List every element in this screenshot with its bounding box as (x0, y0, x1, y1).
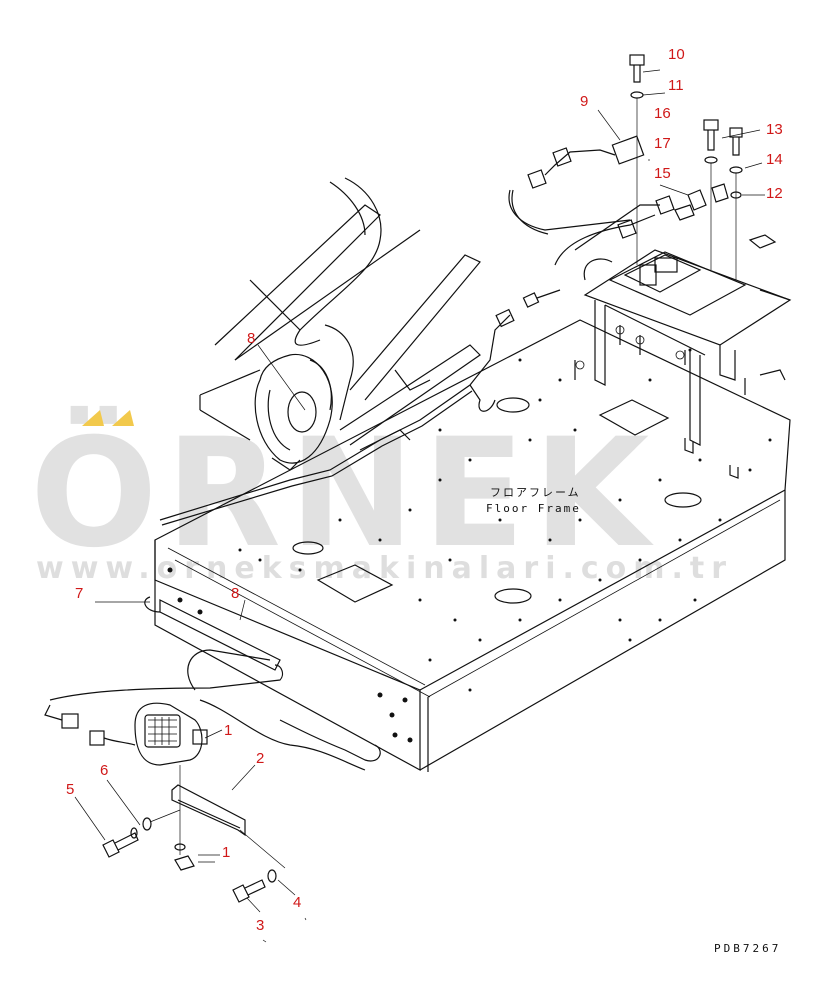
callout-4: 4 (293, 894, 301, 911)
callout-1-lamp: 1 (224, 722, 232, 739)
callout-3: 3 (256, 917, 264, 934)
callout-17: 17 (654, 135, 671, 152)
callout-2: 2 (256, 750, 264, 767)
watermark: ÖRNEK www.orneksmakinalari.com.tr (30, 405, 733, 586)
leader-lines (74, 69, 765, 943)
watermark-url: www.orneksmakinalari.com.tr (36, 551, 733, 586)
callout-16: 16 (654, 105, 671, 122)
callout-labels: 10 11 9 16 17 13 14 15 12 8 8 7 1 2 6 5 … (66, 46, 783, 934)
drawing-code: PDB7267 (714, 942, 781, 955)
hardware-top-right (629, 54, 743, 280)
watermark-accent-left (82, 410, 104, 426)
callout-7: 7 (75, 585, 83, 602)
fasteners-lower-left (102, 765, 286, 903)
callout-9: 9 (580, 93, 588, 110)
floor-frame-label-en: Floor Frame (486, 502, 581, 515)
floor-frame (154, 319, 791, 772)
wiring-harness (159, 135, 675, 526)
callout-14: 14 (766, 151, 783, 168)
controller-bracket (574, 234, 792, 479)
callout-12: 12 (766, 185, 783, 202)
callout-5: 5 (66, 781, 74, 798)
watermark-accent-right (112, 410, 134, 426)
callout-8-upper: 8 (247, 330, 255, 347)
callout-1-nut: 1 (222, 844, 230, 861)
callout-10: 10 (668, 46, 685, 63)
work-lamp-assembly (44, 596, 381, 837)
floor-frame-label-jp: フロアフレーム (490, 486, 581, 499)
callout-6: 6 (100, 762, 108, 779)
callout-11: 11 (668, 77, 684, 94)
floor-holes (238, 348, 772, 692)
callout-8-lower: 8 (231, 585, 239, 602)
callout-15: 15 (654, 165, 671, 182)
seat-bracket (199, 177, 481, 471)
watermark-brand: ÖRNEK (30, 405, 657, 581)
callout-13: 13 (766, 121, 783, 138)
